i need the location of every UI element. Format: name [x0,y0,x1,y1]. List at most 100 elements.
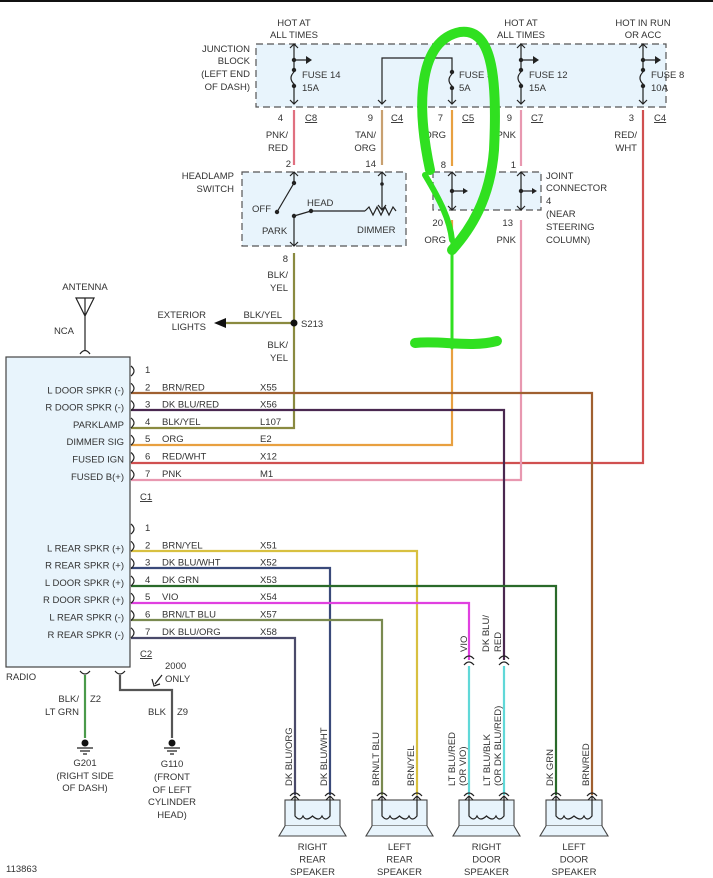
speaker-name: SPEAKER [377,867,422,878]
connector-c1-label: C1 [140,492,152,503]
fuse8-rating: 10A [651,83,669,94]
pin-socket-icon [130,382,135,394]
arrow-left-icon [214,318,226,328]
wire-label-vertical: DK BLU/ORG [284,727,295,786]
junction-block-box [255,43,667,108]
pin-socket-icon [130,523,135,535]
circuit-label: Z9 [177,707,188,718]
splice-id: S213 [301,319,323,330]
wire-color: ORG [162,434,184,445]
speaker-cone-icon [365,825,434,837]
jc-label-line: (NEAR [546,209,576,220]
connector-row: 1 [130,365,150,377]
jb-label-line: JUNCTION [202,44,250,55]
pin-label: 2 [286,159,291,170]
pin-number: 5 [145,434,150,445]
pin-function: R DOOR SPKR (+) [43,595,124,606]
wire-vio [131,601,471,660]
pin-number: 6 [145,610,150,621]
pin-number: 3 [145,558,150,569]
pin-function: PARKLAMP [73,420,124,431]
fuse12-rating: 15A [529,83,547,94]
pin-label: 8 [441,160,446,171]
wire-dk-blu-org [131,636,297,795]
ground-id: G201 [73,758,96,769]
wire-blk-yel [131,253,296,430]
headlamp-switch-label: SWITCH [197,184,235,195]
highlight-annotation [410,26,502,350]
fuse5-name: FUSE 5 [459,70,492,81]
pin-socket-icon [130,469,135,481]
connector-label: C7 [531,113,543,124]
pin-socket-icon [130,365,135,377]
pin-function: FUSED B(+) [71,472,124,483]
circuit-id: X51 [260,540,277,551]
wire-label-vertical: DK BLU/ [481,615,492,652]
connector-label: C8 [305,113,317,124]
wire-label-vertical: BRN/YEL [406,745,417,786]
wire-label-vertical: LT BLU/BLK [482,733,493,786]
pin-number: 7 [145,627,150,638]
fuse12-header: HOT AT [504,18,538,29]
wire-label: RED/ [614,130,637,141]
joint-connector-label: JOINT CONNECTOR 4 (NEAR STEERING COLUMN) [546,171,607,246]
wire-label: WHT [615,143,637,154]
splice-s213-dot [290,319,298,327]
pin-socket-icon [130,400,135,412]
ground-g110-icon [164,739,180,755]
connector-row: 1 [130,523,150,535]
wire-label: BLK/ [58,694,79,705]
pin-socket-icon [130,434,135,446]
ground-location: (RIGHT SIDE [56,771,113,782]
wire-color: VIO [162,592,178,603]
wire-label: YEL [270,283,288,294]
circuit-id: X52 [260,558,277,569]
speaker-name: SPEAKER [464,867,509,878]
pin-number: 4 [145,417,150,428]
wire-label: BLK [148,707,167,718]
ground-location: OF LEFT [152,785,191,796]
wire-color: BRN/YEL [162,540,203,551]
speaker-name: DOOR [560,855,589,866]
wire-blk [118,675,174,738]
jc-label-line: 4 [546,196,551,207]
fuse5-rating: 5A [459,83,471,94]
pin-socket-icon [130,540,135,552]
wire-color: PNK [162,469,182,480]
circuit-id: X12 [260,452,277,463]
wire-color: BRN/RED [162,382,205,393]
pin-socket-icon [130,592,135,604]
pin-label: 20 [432,218,443,229]
speaker-name: REAR [299,855,326,866]
wire-pnk-fused-b [131,220,523,482]
ground-note: 2000 [165,661,186,672]
wire-label: TAN/ [355,130,376,141]
pin-function: L REAR SPKR (+) [47,543,124,554]
pin-label: 7 [438,113,443,124]
inline-connector-icon [463,655,510,666]
wire-label: RED [268,143,288,154]
wire-color: BRN/LT BLU [162,610,216,621]
switch-park-label: PARK [262,226,288,237]
switch-off-label: OFF [252,204,271,215]
antenna-icon [75,297,95,355]
circuit-label: Z2 [90,694,101,705]
speaker-body [458,799,515,827]
pin-function: DIMMER SIG [66,437,124,448]
switch-head-label: HEAD [307,198,334,209]
connector-label: C4 [391,113,403,124]
speaker-name: SPEAKER [552,867,597,878]
speaker-body [371,799,428,827]
ground-location: OF DASH) [62,783,107,794]
pin-number: 6 [145,452,150,463]
nca-label: NCA [54,326,75,337]
wire-label: ORG [424,235,446,246]
connector-c2-label: C2 [140,649,152,660]
